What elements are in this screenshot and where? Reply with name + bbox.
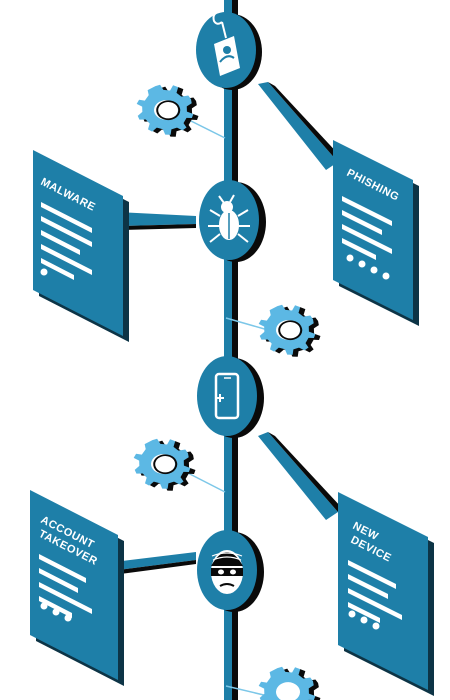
timeline-node-new-device — [197, 356, 264, 438]
panel-malware-lines — [40, 202, 92, 280]
panel-new-device-lines — [348, 560, 402, 630]
gear-icon — [250, 660, 330, 700]
callout-pointers — [114, 82, 342, 574]
panel-phishing: PHISHING — [333, 140, 419, 326]
smartphone-icon — [214, 372, 240, 420]
timeline-node-malware — [199, 180, 266, 262]
panel-account-takeover-lines — [39, 554, 92, 622]
gear-icon — [125, 432, 205, 498]
timeline-spine — [224, 0, 238, 700]
gear-icon — [250, 298, 330, 364]
burglar-icon — [211, 550, 243, 594]
timeline-node-phishing — [196, 11, 262, 90]
panel-account-takeover: ACCOUNT TAKEOVER — [30, 490, 124, 686]
timeline-node-account-takeover — [197, 530, 264, 612]
gear-icon — [128, 78, 208, 144]
panel-malware: MALWARE — [33, 150, 129, 342]
phishing-hook-icon — [212, 11, 240, 76]
panel-phishing-lines — [342, 196, 392, 280]
bug-icon — [208, 194, 250, 243]
panel-new-device: NEW DEVICE — [338, 492, 434, 696]
